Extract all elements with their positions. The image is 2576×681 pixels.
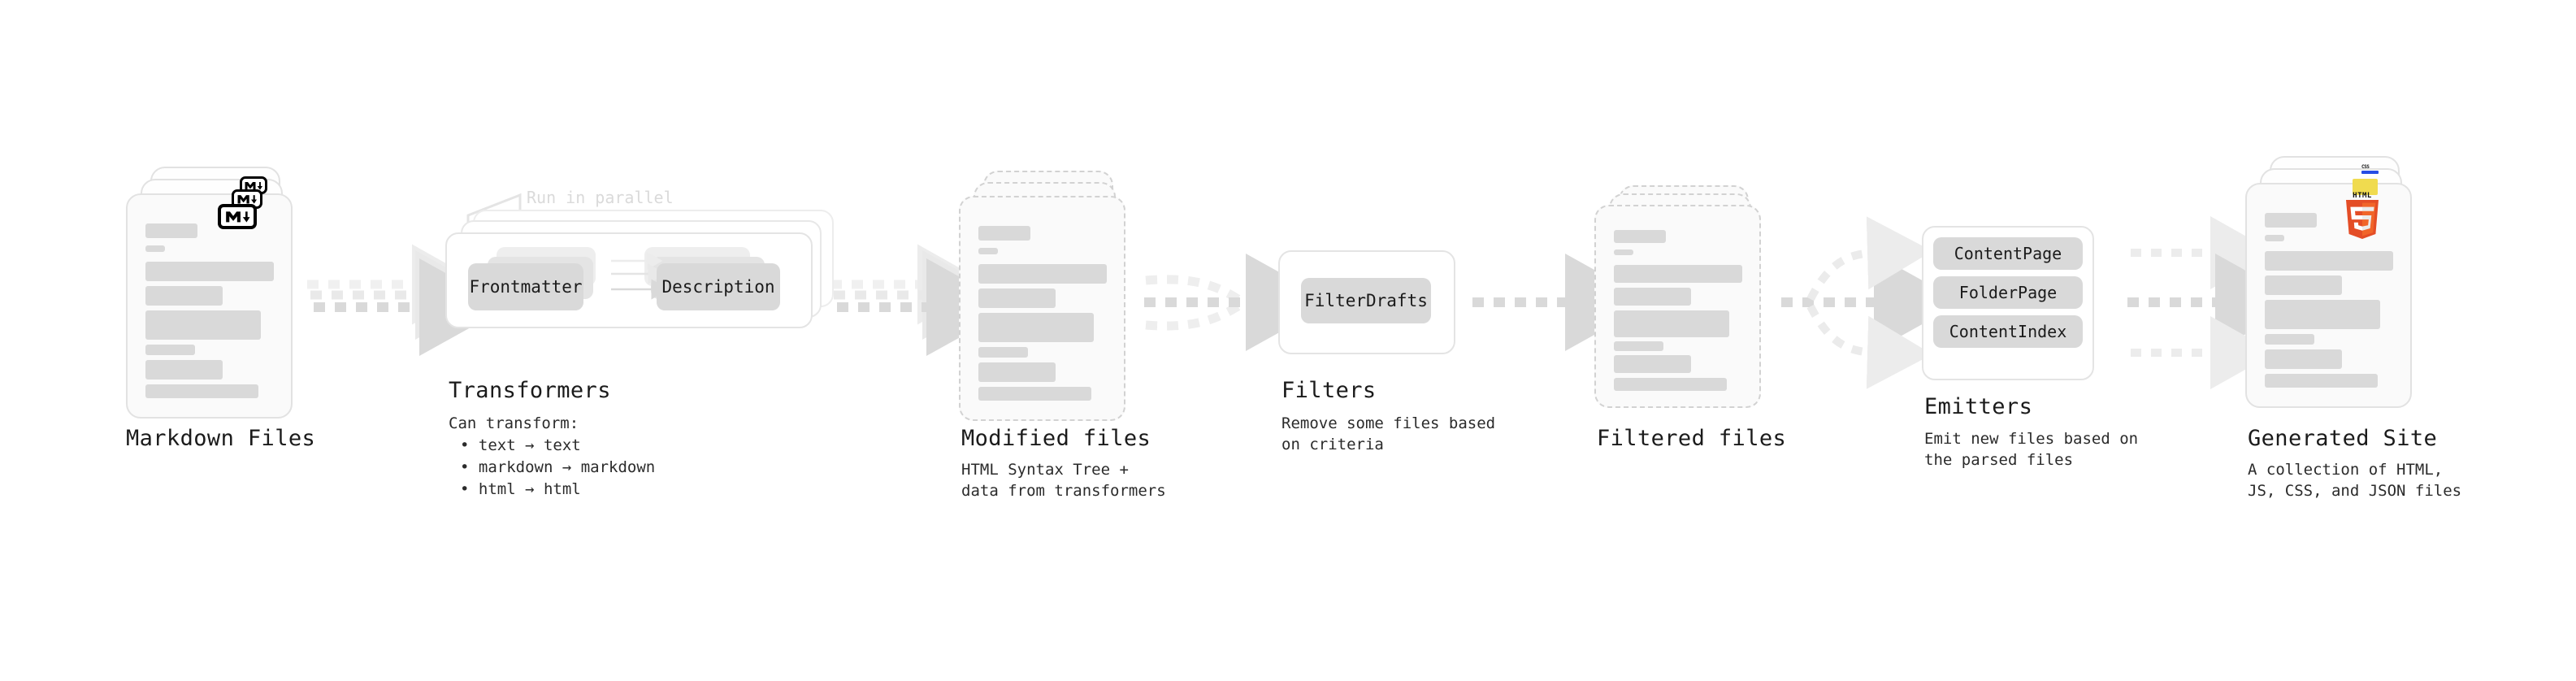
connector-md-to-transformers: [307, 244, 507, 356]
stage-modified-files: [959, 171, 1134, 427]
css-badge-icon: [2361, 171, 2379, 174]
chip-description-label: Description: [661, 277, 775, 297]
stage-title-filtered-files: Filtered files: [1597, 426, 1787, 451]
markdown-glyph: [245, 181, 262, 190]
transformer-inner-arrows: [611, 251, 670, 300]
markdown-glyph: [237, 195, 257, 204]
stage-title-transformers: Transformers: [449, 378, 611, 403]
chip-contentindex[interactable]: ContentIndex: [1933, 315, 2083, 348]
document-sheet-front: [1594, 205, 1761, 408]
connector-modified-to-filters: [1144, 254, 1334, 351]
chip-contentpage[interactable]: ContentPage: [1933, 237, 2083, 270]
chip-filterdrafts[interactable]: FilterDrafts: [1301, 278, 1431, 323]
transformers-bullet-1: • markdown → markdown: [460, 458, 656, 476]
chip-description[interactable]: Description: [657, 263, 780, 310]
chip-filterdrafts-label: FilterDrafts: [1304, 291, 1428, 310]
html5-badge-label: HTML: [2353, 192, 2372, 200]
document-sheet-front: [959, 196, 1125, 421]
stage-desc-filters: Remove some files based on criteria: [1281, 414, 1496, 453]
transformers-bullet-2: • html → html: [460, 480, 581, 498]
css-badge-wrapper: CSS: [2361, 164, 2379, 174]
html5-shield-icon: [2346, 200, 2379, 239]
transformers-bullet-0: • text → text: [460, 436, 581, 454]
connector-filtered-to-emitters: [1781, 216, 1962, 389]
chip-frontmatter-label: Frontmatter: [469, 277, 583, 297]
stage-generated-site: CSS HTML: [2245, 156, 2420, 424]
chip-frontmatter[interactable]: Frontmatter: [468, 263, 583, 310]
document-sheet-front: [2245, 183, 2412, 408]
stage-filtered-files: [1594, 185, 1769, 441]
stage-transformers: Frontmatter Description: [445, 210, 835, 332]
markdown-badge: [218, 204, 257, 229]
stage-title-markdown-files: Markdown Files: [126, 426, 316, 451]
run-in-parallel-label: Run in parallel: [527, 188, 674, 207]
chip-folderpage[interactable]: FolderPage: [1933, 276, 2083, 309]
chip-contentpage-label: ContentPage: [1954, 244, 2062, 263]
stage-title-filters: Filters: [1281, 378, 1377, 403]
stage-filters: FilterDrafts: [1278, 250, 1473, 354]
stage-emitters: ContentPage FolderPage ContentIndex: [1922, 226, 2117, 380]
stage-desc-emitters: Emit new files based on the parsed files: [1924, 430, 2139, 469]
stage-desc-generated-site: A collection of HTML, JS, CSS, and JSON …: [2248, 461, 2462, 500]
chip-contentindex-label: ContentIndex: [1949, 322, 2067, 341]
document-sheet-front: [126, 193, 293, 419]
stage-desc-modified-files: HTML Syntax Tree + data from transformer…: [961, 461, 1166, 500]
markdown-glyph: [225, 211, 249, 223]
stage-markdown-files: [126, 167, 301, 423]
stage-desc-transformers: Can transform:: [449, 414, 579, 432]
css-badge-label: CSS: [2361, 164, 2370, 170]
chip-folderpage-label: FolderPage: [1958, 283, 2058, 302]
stage-title-generated-site: Generated Site: [2248, 426, 2438, 451]
stage-title-modified-files: Modified files: [961, 426, 1151, 451]
stage-title-emitters: Emitters: [1924, 394, 2033, 419]
html5-badge-wrapper: HTML: [2344, 192, 2380, 244]
js-badge-icon: [2353, 179, 2378, 195]
connector-transformers-to-modified: [830, 244, 1014, 356]
connector-emitters-to-site: [2127, 216, 2303, 389]
